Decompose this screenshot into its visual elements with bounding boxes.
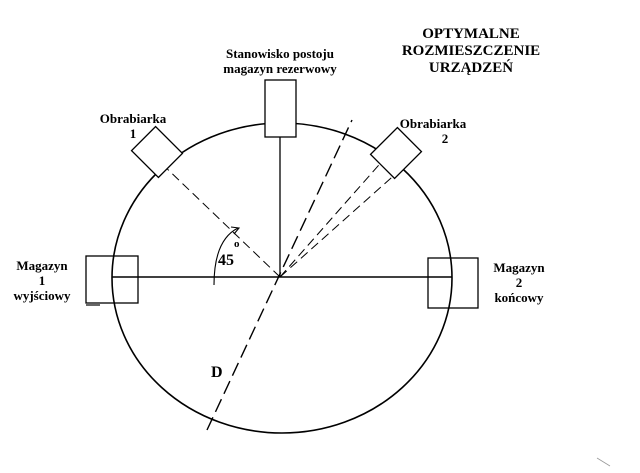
- store-2-label-line-3: końcowy: [494, 290, 544, 305]
- store-2-label-line-2: 2: [515, 275, 523, 290]
- diameter-label: D: [211, 364, 223, 382]
- machine-2-label-line-2: 2: [441, 131, 449, 146]
- title-line-2: ROZMIESZCZENIE: [401, 43, 541, 59]
- station-label: Stanowisko postoju magazyn rezerwowy: [200, 46, 360, 76]
- machine-2-label: Obrabiarka 2: [388, 116, 478, 146]
- machine-2-label-line-1: Obrabiarka: [399, 116, 467, 131]
- diameter-text: D: [211, 364, 223, 381]
- station-label-line-2: magazyn rezerwowy: [223, 61, 337, 76]
- station-box: [264, 79, 297, 138]
- angle-degree-mark: o: [234, 238, 240, 250]
- machine-1-label-line-2: 1: [129, 126, 137, 141]
- title-line-3: URZĄDZEŃ: [428, 60, 514, 76]
- dashed-line-machine-2b: [279, 169, 401, 278]
- machine-2-box: [369, 126, 423, 180]
- store-1-box: [85, 255, 139, 304]
- angle-label: 45: [218, 252, 234, 270]
- machine-1-box: [130, 125, 184, 179]
- diagram-title: OPTYMALNE ROZMIESZCZENIE URZĄDZEŃ: [381, 26, 561, 77]
- angle-value: 45: [218, 252, 234, 269]
- store-1-label-line-2: 1: [38, 273, 46, 288]
- angle-arc-arrowhead: [230, 226, 241, 235]
- title-line-1: OPTYMALNE: [422, 26, 520, 42]
- angle-unit: o: [234, 238, 240, 250]
- station-label-line-1: Stanowisko postoju: [225, 46, 334, 61]
- machine-1-label: Obrabiarka 1: [88, 111, 178, 141]
- store-1-label-line-1: Magazyn: [16, 258, 68, 273]
- store-1-label-line-3: wyjściowy: [13, 288, 71, 303]
- angle-arc: [213, 227, 239, 286]
- stray-mark: [596, 457, 611, 467]
- diameter-dashed-line: [206, 119, 353, 431]
- store-1-label: Magazyn 1 wyjściowy: [2, 258, 82, 303]
- machine-1-label-line-1: Obrabiarka: [99, 111, 167, 126]
- store-2-label-line-1: Magazyn: [493, 260, 545, 275]
- dashed-line-machine-2a: [279, 157, 386, 278]
- store-2-label: Magazyn 2 końcowy: [480, 260, 558, 305]
- store-2-box: [427, 257, 479, 309]
